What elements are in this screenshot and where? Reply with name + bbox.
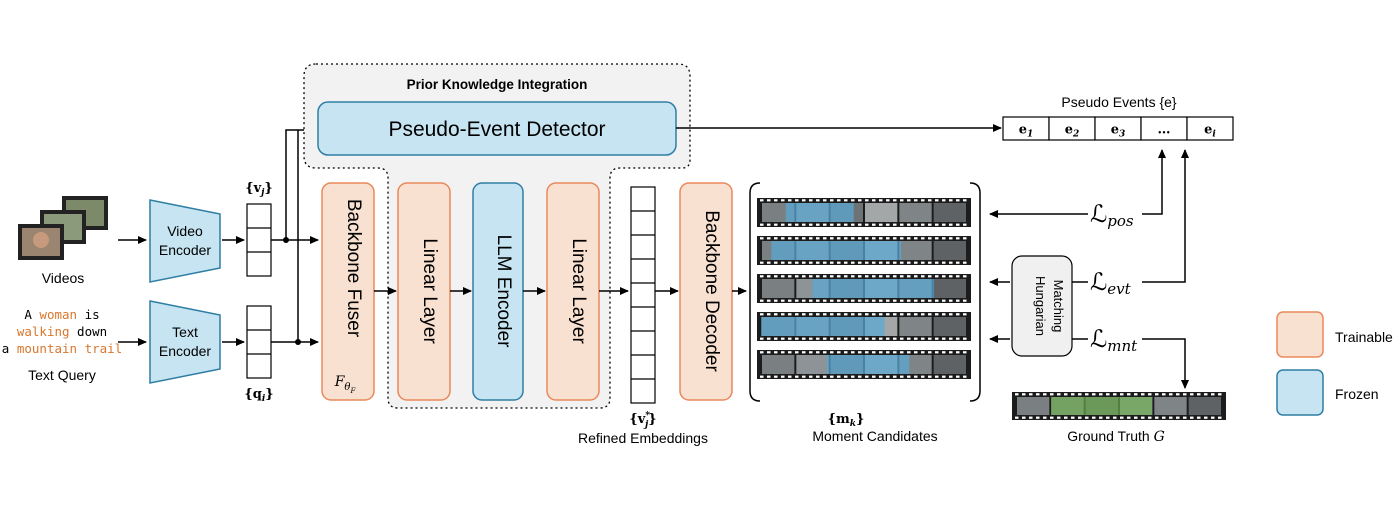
prior-knowledge-title: Prior Knowledge Integration [407, 77, 588, 92]
backbone-decoder-label: Backbone Decoder [701, 210, 722, 372]
llm-encoder-label: LLM Encoder [493, 234, 514, 348]
moment-bracket-right [969, 182, 981, 402]
ground-truth-strip [1012, 392, 1226, 420]
text-query: A woman is walking down a mountain trail [2, 307, 122, 356]
refined-embeddings-vector [630, 186, 656, 404]
moment-strip [757, 236, 971, 265]
refined-embeddings-label: Refined Embeddings [578, 430, 708, 446]
query-line-1: A woman is [24, 307, 99, 322]
text-encoder [149, 300, 221, 384]
pseudo-event-cell: ei [1186, 116, 1234, 141]
linear-layer-1-label: Linear Layer [419, 238, 440, 344]
hungarian-label-2: Matching [1051, 280, 1066, 333]
legend-trainable-label: Trainable [1335, 329, 1393, 345]
moment-strip [757, 312, 971, 341]
pseudo-event-label: … [1158, 123, 1171, 138]
pseudo-event-label: e3 [1111, 123, 1126, 140]
text-encoder-label-1: Text [172, 324, 198, 340]
loss-label-pos: ℒpos [1090, 200, 1134, 230]
ground-truth-film [1012, 392, 1226, 420]
video-encoder-label-2: Encoder [159, 242, 211, 258]
video-feature-symbol: {vj} [245, 181, 273, 198]
ground-truth-label: Ground Truth G [1067, 428, 1165, 445]
videos-label: Videos [42, 270, 85, 286]
pseudo-event-cells: e1 e2 e3 … ei [1002, 116, 1234, 141]
moment-strip [757, 350, 971, 379]
pseudo-event-cell: e3 [1094, 116, 1142, 141]
legend-frozen-label: Frozen [1335, 386, 1379, 402]
pseudo-event-cell: e2 [1048, 116, 1096, 141]
text-query-label: Text Query [28, 367, 96, 383]
loss-label-evt: ℒevt [1090, 268, 1132, 298]
moment-bracket-left [749, 182, 761, 402]
moment-strip [757, 198, 971, 227]
junction-dot-text [295, 339, 301, 345]
moment-candidate-strips [757, 198, 971, 379]
refined-embeddings-symbol: {v*j} [629, 411, 656, 430]
fuser-symbol: FθF [334, 374, 357, 395]
junction-dot-video [283, 237, 289, 243]
video-feature-vector [246, 203, 272, 277]
legend-trainable-swatch [1276, 311, 1324, 358]
loss-label-mnt: ℒmnt [1090, 325, 1138, 355]
pseudo-event-label: e2 [1065, 123, 1080, 140]
video-encoder [149, 199, 221, 283]
video-encoder-label-1: Video [167, 223, 203, 239]
query-line-2: walking down [17, 324, 107, 339]
video-frames-stack [18, 196, 108, 260]
pseudo-events-title: Pseudo Events {e} [1061, 94, 1177, 110]
text-encoder-label-2: Encoder [159, 343, 211, 359]
moment-candidates-symbol: {mk} [828, 412, 865, 429]
pseudo-event-cell: … [1140, 116, 1188, 141]
pseudo-event-label: e1 [1019, 123, 1034, 140]
pseudo-event-detector-label: Pseudo-Event Detector [388, 118, 605, 141]
hungarian-label-1: Hungarian [1033, 276, 1048, 336]
query-line-3: a mountain trail [2, 341, 122, 356]
moment-strip [757, 274, 971, 303]
legend-frozen-swatch [1276, 369, 1324, 416]
backbone-fuser-label: Backbone Fuser [343, 199, 364, 338]
text-feature-symbol: {qi} [244, 387, 273, 404]
hungarian-matching [1011, 255, 1073, 357]
pseudo-event-label: ei [1204, 123, 1216, 140]
pseudo-event-cell: e1 [1002, 116, 1050, 141]
text-feature-vector [246, 305, 272, 379]
linear-layer-2-label: Linear Layer [568, 238, 589, 344]
moment-candidates-label: Moment Candidates [812, 428, 937, 444]
loss-connectors [989, 149, 1189, 389]
